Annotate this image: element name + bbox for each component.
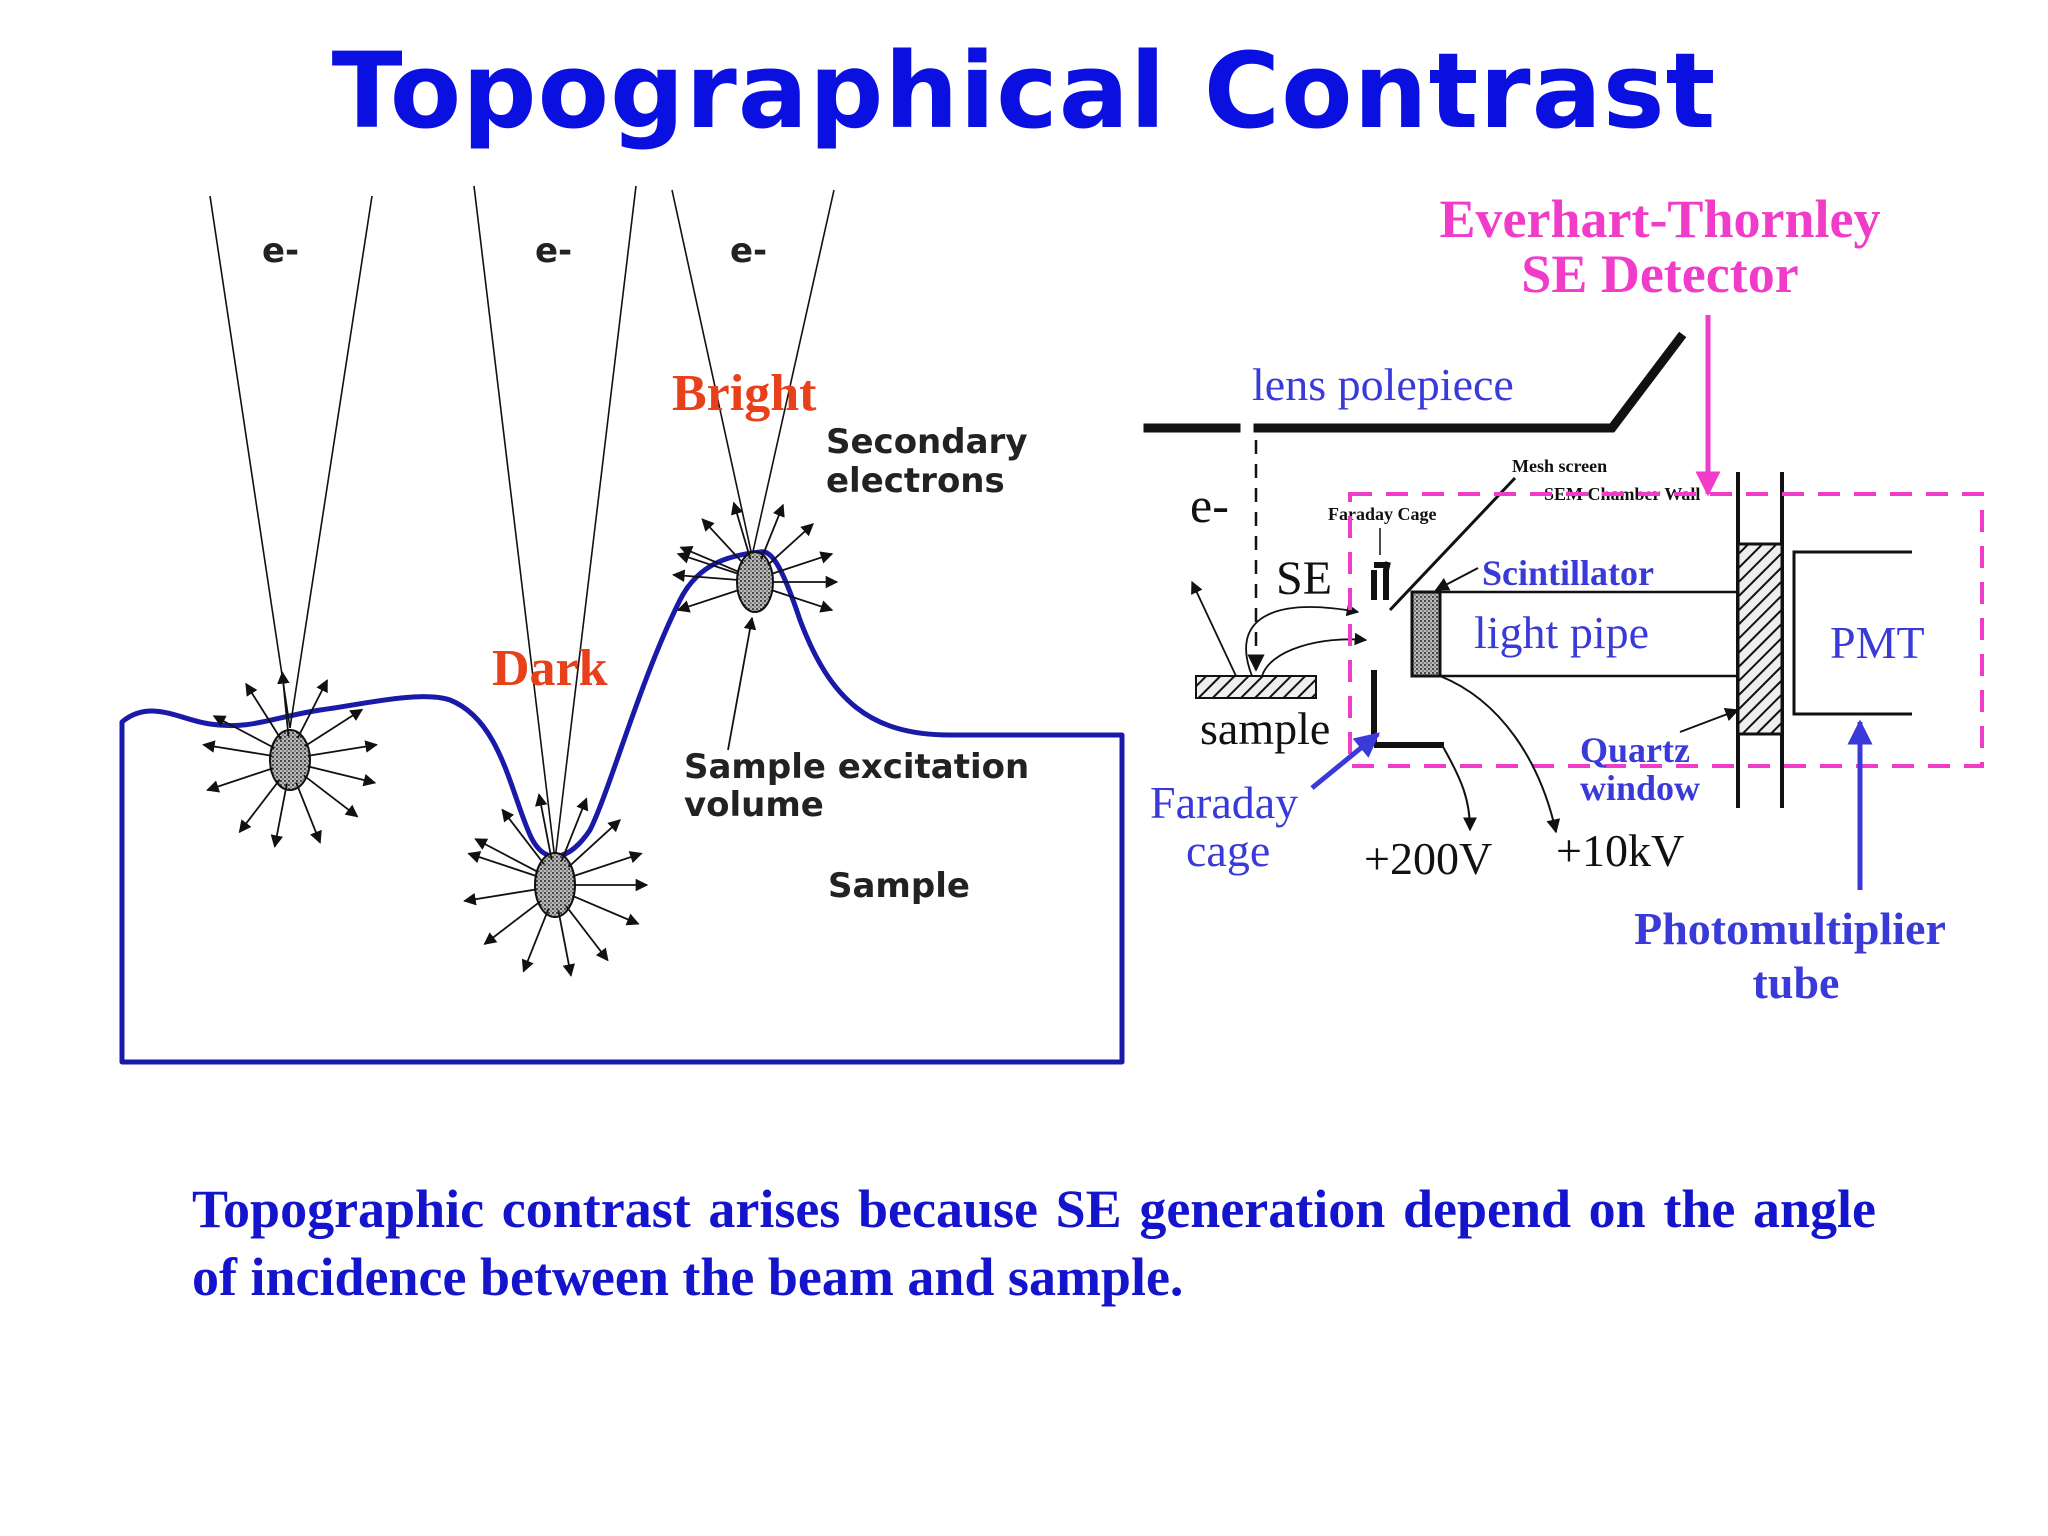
photomultiplier-label-line2: tube xyxy=(1753,957,1840,1008)
faraday-cage-label-line1: Faraday xyxy=(1150,777,1298,828)
scintillator xyxy=(1410,590,1442,678)
mesh-screen xyxy=(1388,476,1517,612)
left-diagram: e- e- e- Bright Dark Secondary electrons… xyxy=(119,185,1125,1065)
excitation-volume-label-line2: volume xyxy=(684,785,824,825)
se-arrow xyxy=(474,838,539,873)
se-arrow xyxy=(572,851,643,878)
faraday-cage-small-label: Faraday Cage xyxy=(1328,504,1436,524)
voltage-200-label: +200V xyxy=(1364,833,1492,884)
se-burst-peak xyxy=(672,501,839,613)
se-arrow xyxy=(672,569,738,583)
faraday-cage xyxy=(1371,561,1444,748)
se-arrow xyxy=(501,808,545,865)
pmt-tube xyxy=(1792,550,1912,716)
se-arrow xyxy=(245,682,282,740)
sample-block xyxy=(1195,675,1317,699)
excitation-volume-2 xyxy=(534,852,576,918)
detector-title-line2: SE Detector xyxy=(1521,244,1798,304)
se-arrow xyxy=(567,819,621,868)
se-arrow xyxy=(304,708,364,747)
detector-title-line1: Everhart-Thornley xyxy=(1440,189,1881,249)
excitation-volume-label-line1: Sample excitation xyxy=(684,747,1029,787)
se-arrow xyxy=(572,894,640,926)
excitation-volume-3 xyxy=(736,551,774,613)
se-arrow xyxy=(767,523,814,566)
photomultiplier-label-line1: Photomultiplier xyxy=(1634,903,1946,954)
se-arrow xyxy=(676,589,739,613)
se-arrow xyxy=(730,501,752,560)
se-arrow xyxy=(296,679,328,739)
se-arrow xyxy=(760,503,785,560)
beam-cone-3 xyxy=(671,189,835,557)
se-arrow xyxy=(483,900,541,945)
se-label: SE xyxy=(1276,552,1332,605)
bright-label: Bright xyxy=(672,365,817,422)
se-arrow xyxy=(771,589,834,613)
lens-polepiece-label: lens polepiece xyxy=(1252,359,1514,410)
beam-label-2: e- xyxy=(535,231,572,271)
faraday-cage-label-arrow xyxy=(1310,732,1380,790)
se-burst-dark-flat xyxy=(202,671,378,848)
se-arrow xyxy=(679,545,740,573)
se-arrow xyxy=(270,783,288,848)
se-arrow xyxy=(771,551,834,575)
light-pipe xyxy=(1440,590,1740,678)
secondary-electrons-label-line1: Secondary xyxy=(826,422,1027,462)
se-arrow xyxy=(202,740,273,757)
se-arrow xyxy=(295,782,322,844)
dark-label: Dark xyxy=(492,640,608,697)
se-arrow xyxy=(238,779,281,834)
quartz-window-label-line1: Quartz xyxy=(1580,730,1690,770)
secondary-electrons-label-line2: electrons xyxy=(826,461,1005,501)
excitation-volume-1 xyxy=(269,729,311,791)
mesh-screen-label: Mesh screen xyxy=(1512,456,1607,476)
se-arrow xyxy=(557,910,576,977)
se-arrow xyxy=(701,518,745,565)
se-arrow xyxy=(463,888,537,906)
voltage-10k-label: +10kV xyxy=(1556,825,1684,876)
slide-title: Topographical Contrast xyxy=(331,30,1717,152)
light-pipe-label: light pipe xyxy=(1474,607,1649,658)
beam-cone-2 xyxy=(473,185,637,861)
se-arrow xyxy=(212,715,275,749)
scintillator-pointer xyxy=(1434,567,1479,591)
quartz-window-label-line2: window xyxy=(1580,768,1700,808)
se-arrow xyxy=(534,793,553,860)
detector-boundary xyxy=(1348,492,1984,768)
lens-polepiece xyxy=(1143,331,1687,433)
se-burst-valley xyxy=(463,793,649,977)
se-arrow xyxy=(467,851,538,878)
sample-outline xyxy=(119,549,1125,1065)
beam-label-3: e- xyxy=(730,231,767,271)
beam-label-1: e- xyxy=(262,231,299,271)
sample-label-right: sample xyxy=(1200,703,1330,754)
quartz-window xyxy=(1736,542,1784,736)
electron-label: e- xyxy=(1190,477,1229,533)
se-arrow xyxy=(307,765,377,787)
se-arrow xyxy=(206,767,274,793)
pmt-label: PMT xyxy=(1830,617,1925,668)
se-arrow xyxy=(307,740,378,757)
sample-label: Sample xyxy=(828,866,970,906)
right-diagram: Everhart-Thornley SE Detector lens polep… xyxy=(1143,189,1984,1008)
se-arrow xyxy=(560,797,589,862)
caption: Topographic contrast arises because SE g… xyxy=(192,1179,1876,1307)
se-arrow xyxy=(303,774,359,818)
faraday-cage-label-line2: cage xyxy=(1186,825,1270,876)
beam-cone-1 xyxy=(209,195,373,729)
scintillator-label: Scintillator xyxy=(1482,553,1654,593)
quartz-window-pointer xyxy=(1679,707,1740,733)
se-arrow xyxy=(277,671,290,737)
se-arrow xyxy=(565,905,609,962)
excitation-pointer xyxy=(727,616,757,751)
se-arrow xyxy=(521,908,550,973)
voltage-leads xyxy=(1439,675,1561,834)
